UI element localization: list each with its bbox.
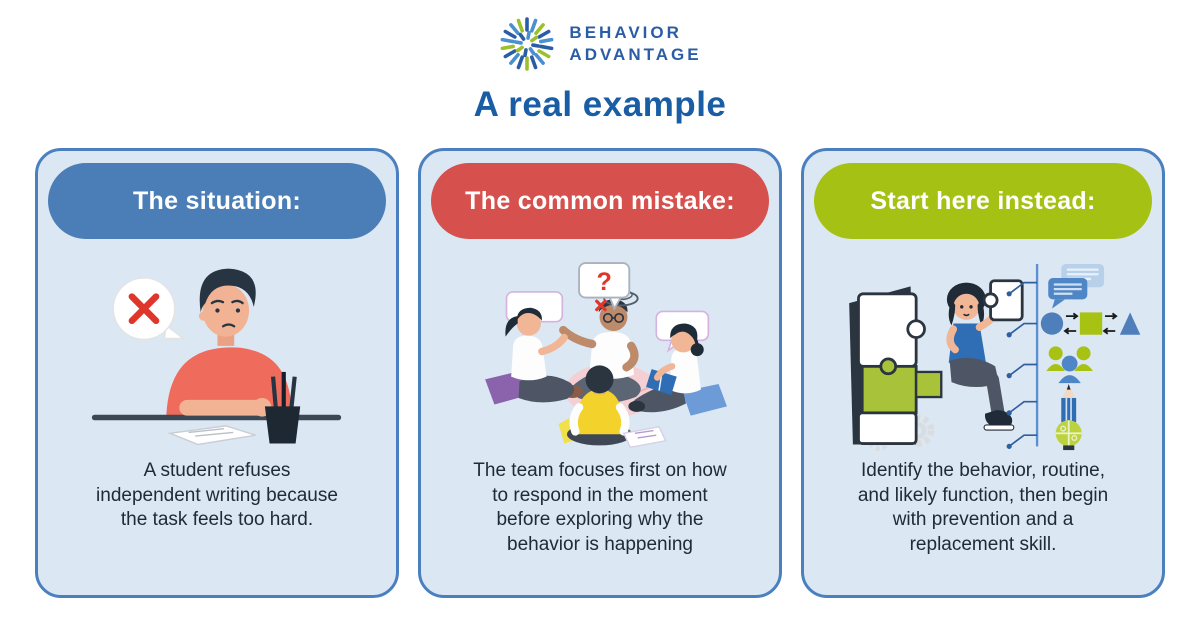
- card-common-mistake-body: The team focuses first on how to respond…: [473, 460, 727, 556]
- question-mark: ?: [597, 268, 612, 296]
- right-woman: [628, 323, 728, 416]
- radial-burst-icon: [501, 17, 554, 71]
- brand-line2: ADVANTAGE: [569, 45, 702, 64]
- puzzle-illustration-svg: [849, 264, 1141, 451]
- brand-name: BEHAVIOR ADVANTAGE: [569, 22, 701, 66]
- card-situation: The situation:: [35, 148, 399, 598]
- chat-bubbles-icon: [1048, 264, 1104, 309]
- small-x-mark-icon: [595, 299, 608, 312]
- card-situation-header: The situation:: [48, 163, 386, 239]
- pen-cup: [265, 371, 301, 444]
- logo: BEHAVIOR ADVANTAGE: [0, 0, 1200, 73]
- connector-lines: [1006, 264, 1039, 449]
- left-woman: [485, 307, 575, 405]
- card-common-mistake: The common mistake:: [418, 148, 782, 598]
- paper: [167, 425, 257, 446]
- people-group-icon: [1046, 346, 1093, 384]
- notebook-papers: [623, 426, 668, 449]
- card-start-here-body: Identify the behavior, routine, and like…: [857, 460, 1109, 556]
- lightbulb-icon: [1055, 420, 1082, 451]
- question-bubble-icon: ?: [578, 262, 631, 311]
- x-mark-icon: [129, 293, 160, 325]
- card-start-here: Start here instead:: [801, 148, 1165, 598]
- team-discussion-illustration: ?: [421, 251, 779, 451]
- student-hair: [200, 268, 257, 313]
- card-common-mistake-header: The common mistake:: [431, 163, 769, 239]
- brand-line1: BEHAVIOR: [569, 22, 682, 42]
- student-illustration-svg: [92, 268, 342, 446]
- card-start-here-header: Start here instead:: [814, 163, 1152, 239]
- student-refusing-writing-illustration: [38, 251, 396, 451]
- cards-row: The situation:: [0, 148, 1200, 598]
- team-illustration-svg: ?: [485, 262, 728, 449]
- error-speech-bubble: [113, 277, 186, 341]
- pencil-icon: [1061, 384, 1077, 423]
- card-situation-body: A student refuses independent writing be…: [96, 460, 338, 531]
- shapes-flow-icon: [1040, 312, 1141, 335]
- page-title: A real example: [473, 85, 727, 124]
- puzzle-piece-icon: [849, 286, 943, 445]
- woman-puzzle-planning-illustration: [804, 251, 1162, 451]
- bottom-person: [559, 365, 633, 446]
- puzzle-woman: [946, 279, 1024, 431]
